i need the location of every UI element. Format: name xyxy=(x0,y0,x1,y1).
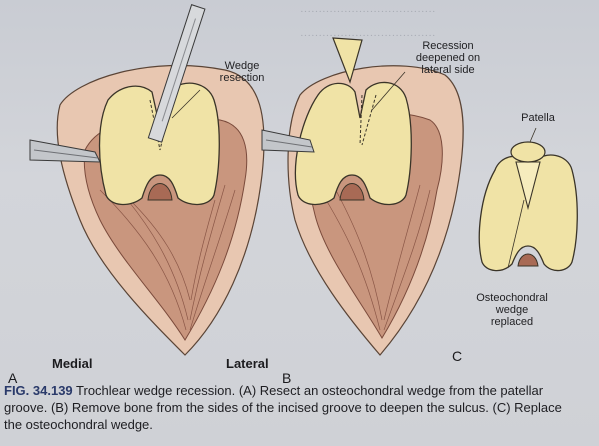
panel-b-illustration xyxy=(262,38,463,355)
label-osteochondral-wedge: Osteochondral wedge replaced xyxy=(462,292,562,328)
caption-line-1: FIG. 34.139 Trochlear wedge recession. (… xyxy=(4,382,599,399)
label-patella: Patella xyxy=(508,112,568,124)
label-medial: Medial xyxy=(52,356,92,371)
panel-c-illustration xyxy=(479,128,577,271)
intercondylar-notch-c xyxy=(518,254,538,266)
panel-letter-c: C xyxy=(452,348,462,364)
figure-caption: FIG. 34.139 Trochlear wedge recession. (… xyxy=(4,382,599,433)
caption-line-3: the osteochondral wedge. xyxy=(4,416,599,433)
caption-line-2: groove. (B) Remove bone from the sides o… xyxy=(4,399,599,416)
label-wedge-resection: Wedge resection xyxy=(207,60,277,84)
panel-a-illustration xyxy=(30,5,264,355)
label-recession: Recession deepened on lateral side xyxy=(398,40,498,76)
patella-c xyxy=(511,142,545,162)
figure-number: FIG. 34.139 xyxy=(4,383,73,398)
label-lateral: Lateral xyxy=(226,356,269,371)
